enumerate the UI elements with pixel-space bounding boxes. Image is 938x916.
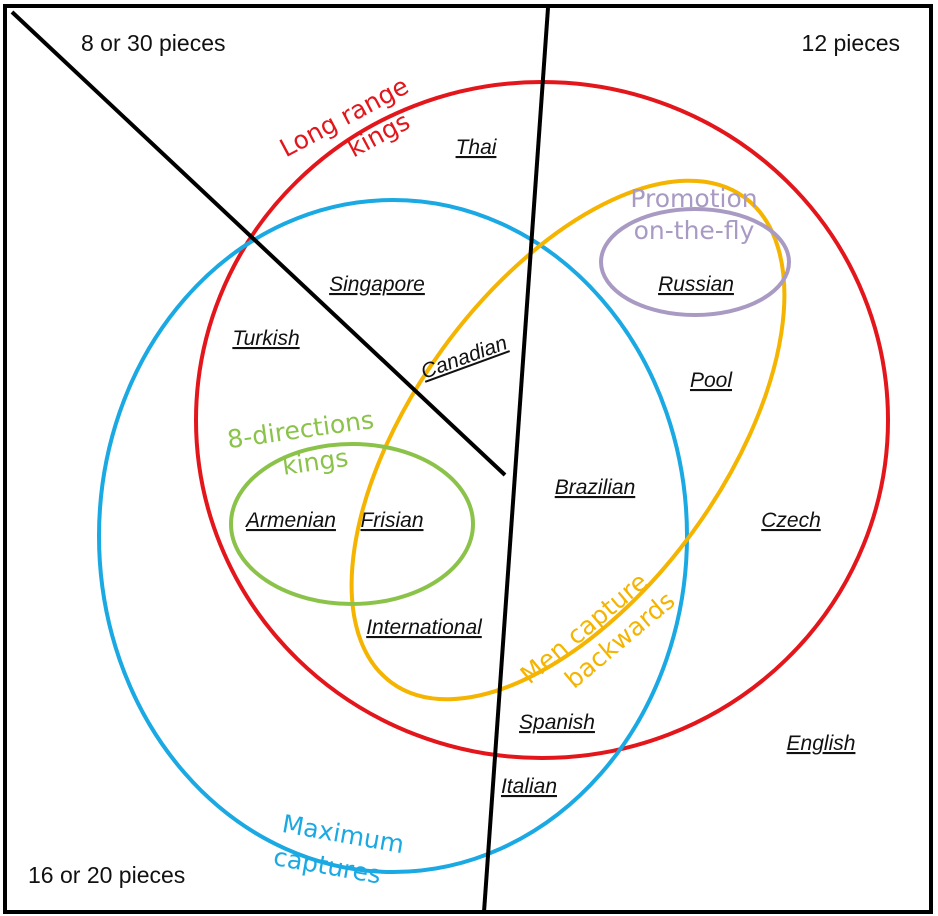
- variant-singapore: Singapore: [329, 273, 425, 296]
- region-bottom-left-label: 16 or 20 pieces: [28, 862, 185, 888]
- men-capture-backwards-ellipse: [349, 178, 787, 702]
- variant-czech: Czech: [761, 509, 821, 532]
- variant-english: English: [787, 732, 856, 755]
- eight-directions-kings-label: 8-directions kings: [225, 405, 375, 481]
- variant-international: International: [366, 616, 483, 639]
- promotion-on-the-fly-label-line1: Promotion: [630, 184, 757, 213]
- eight-directions-kings-ellipse: [229, 442, 475, 606]
- variant-turkish: Turkish: [232, 327, 299, 350]
- variant-armenian: Armenian: [244, 509, 336, 532]
- variant-frisian: Frisian: [360, 509, 423, 532]
- diagram-frame: [3, 4, 933, 914]
- divider-vertical: [482, 7, 550, 913]
- variant-italian: Italian: [501, 775, 557, 798]
- divider-diagonal: [10, 10, 507, 477]
- variant-spanish: Spanish: [519, 711, 595, 734]
- region-top-left-label: 8 or 30 pieces: [81, 30, 225, 56]
- maximum-captures-label: Maximum captures: [271, 809, 406, 889]
- variant-canadian-group: Canadian: [418, 331, 510, 383]
- promotion-on-the-fly-ellipse: [599, 207, 791, 317]
- variant-thai: Thai: [456, 136, 498, 159]
- variant-brazilian: Brazilian: [555, 476, 636, 499]
- variant-russian: Russian: [658, 273, 734, 296]
- eight-directions-kings-label-line1: 8-directions: [225, 405, 375, 454]
- region-top-right-label: 12 pieces: [802, 30, 900, 56]
- long-range-kings-label: Long range kings: [275, 71, 415, 163]
- variant-canadian: Canadian: [418, 331, 510, 383]
- eight-directions-kings-label-line2: kings: [280, 443, 350, 481]
- variant-pool: Pool: [690, 369, 733, 392]
- maximum-captures-ellipse: [97, 198, 689, 874]
- promotion-on-the-fly-label-line2: on-the-fly: [634, 216, 755, 245]
